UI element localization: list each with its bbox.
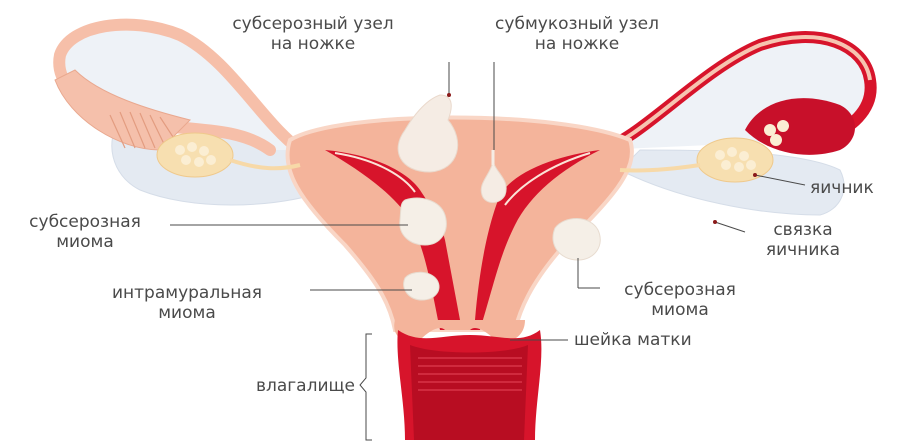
subserous-pedunculated-node [398, 95, 458, 172]
label-submucous-pedunculated-line2: на ножке [482, 34, 672, 54]
leader-dot-ovary [753, 173, 757, 177]
leader-dot-top [447, 93, 451, 97]
subserous-fibroid-right [553, 218, 600, 260]
label-subserous-left: субсерозная миома [5, 212, 165, 252]
intramural-fibroid [404, 272, 439, 300]
label-subserous-pedunculated-line1: субсерозный узел [218, 14, 408, 34]
vagina-inner [410, 345, 528, 440]
label-subserous-pedunculated: субсерозный узел на ножке [218, 14, 408, 54]
label-ovary-ligament-line2: яичника [748, 240, 858, 260]
label-submucous-pedunculated: субмукозный узел на ножке [482, 14, 672, 54]
label-ovary-ligament: связка яичника [748, 220, 858, 260]
label-cervix: шейка матки [574, 330, 692, 350]
leader-dot-ligament [713, 220, 717, 224]
label-intramural: интрамуральная миома [72, 283, 302, 323]
label-ovary-line1: яичник [810, 178, 874, 198]
right-ovary [697, 138, 773, 182]
label-subserous-right: субсерозная миома [600, 280, 760, 320]
label-subserous-left-line2: миома [5, 232, 165, 252]
label-vagina-line1: влагалище [200, 376, 355, 396]
label-ovary: яичник [810, 178, 874, 198]
label-intramural-line2: миома [72, 303, 302, 323]
label-subserous-left-line1: субсерозная [5, 212, 165, 232]
label-intramural-line1: интрамуральная [72, 283, 302, 303]
label-ovary-ligament-line1: связка [748, 220, 858, 240]
label-subserous-right-line1: субсерозная [600, 280, 760, 300]
label-subserous-pedunculated-line2: на ножке [218, 34, 408, 54]
left-ovary [157, 133, 233, 177]
label-submucous-pedunculated-line1: субмукозный узел [482, 14, 672, 34]
label-vagina: влагалище [200, 376, 355, 396]
label-cervix-line1: шейка матки [574, 330, 692, 350]
label-subserous-right-line2: миома [600, 300, 760, 320]
